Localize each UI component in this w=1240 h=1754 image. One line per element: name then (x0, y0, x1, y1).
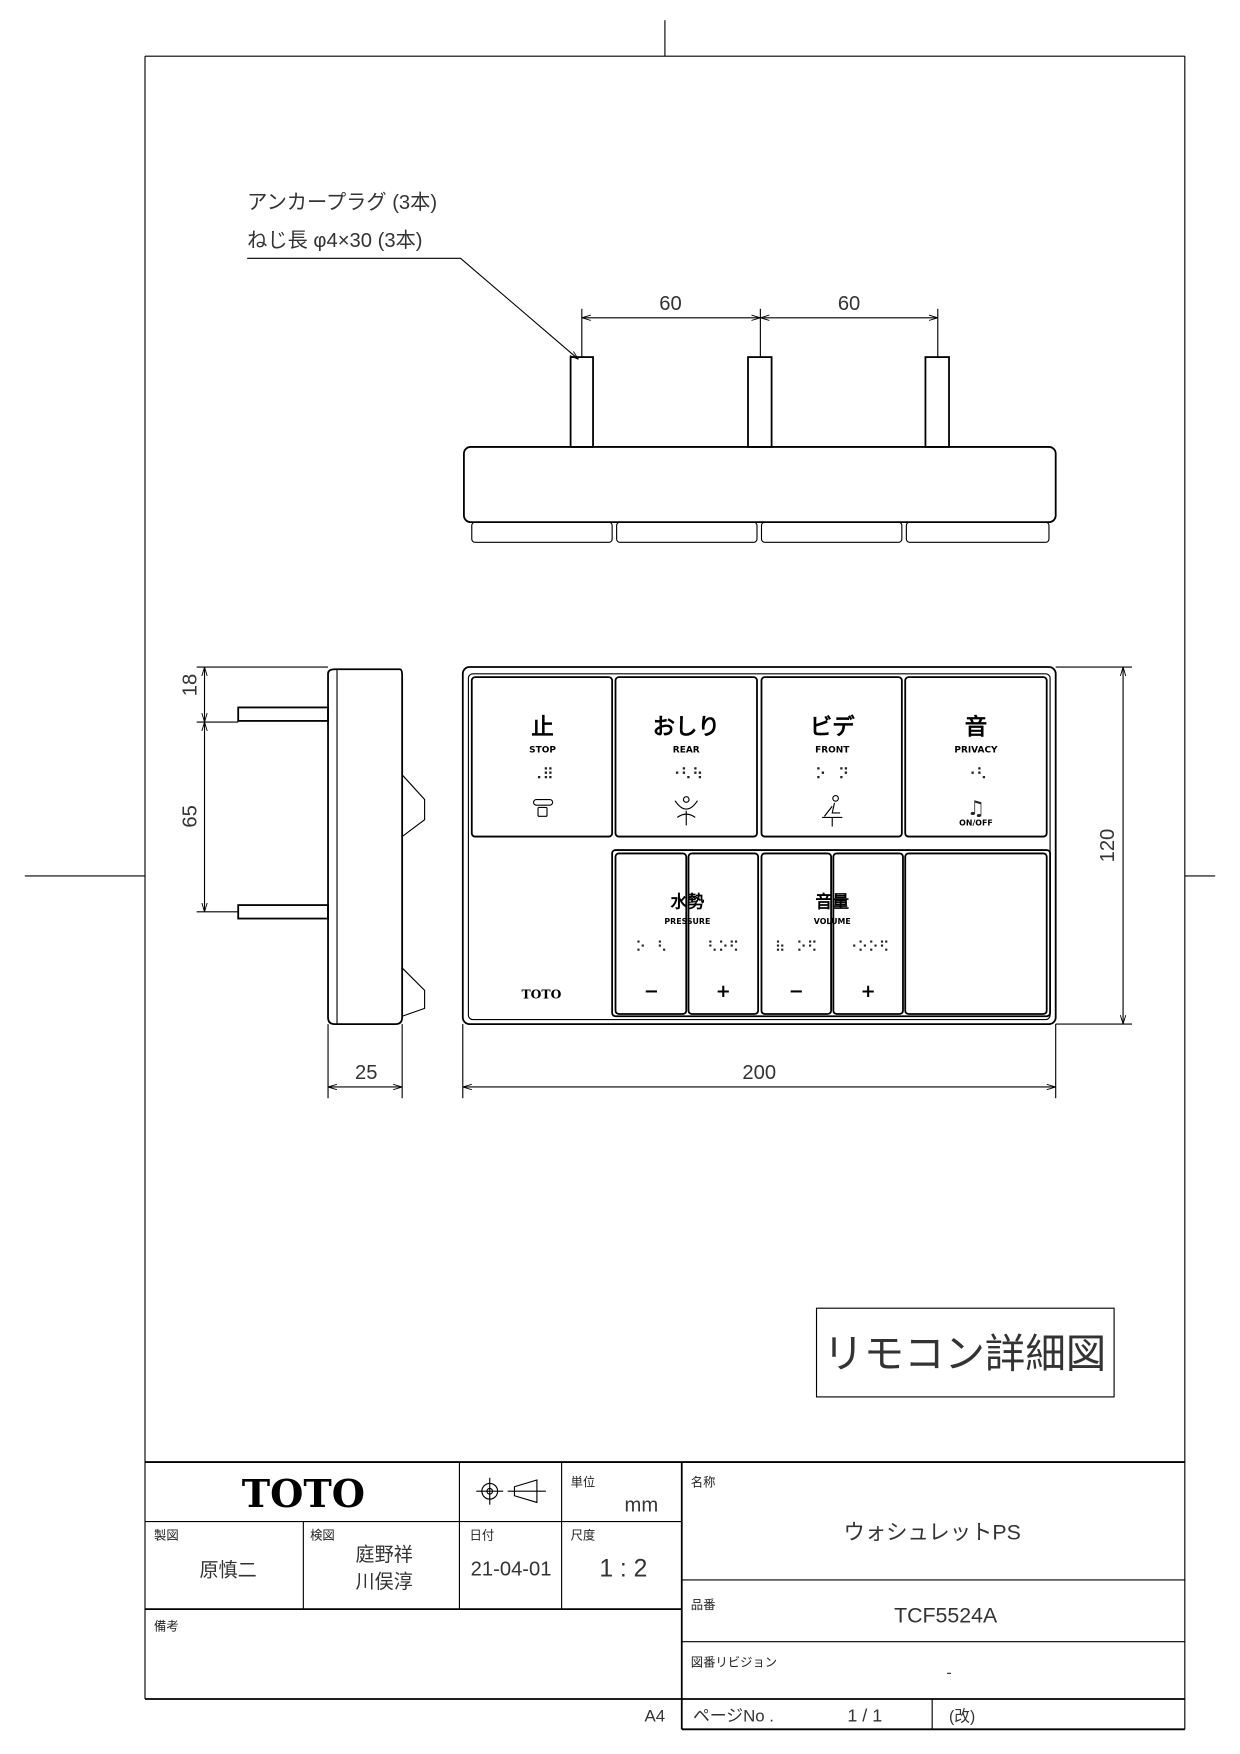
third-angle-projection-icon (476, 1477, 546, 1505)
title_block-checker_label: 検図 (310, 1529, 335, 1543)
title-block: TOTO 単位 mm 名称 ウォシュレットPS 製図 原慎二 検図 庭野祥 川俣… (145, 1461, 1185, 1731)
remote-buttons-2-braille: ⠕⠀⠝ (815, 764, 850, 783)
stop-icon (532, 798, 554, 817)
remote-volume-label: VOLUME (814, 917, 851, 926)
rear-wash-icon (674, 796, 698, 826)
drawing-caption: リモコン詳細図 (823, 1331, 1106, 1377)
button-pressure-plus (687, 852, 760, 1015)
title_block-drafter: 原慎二 (199, 1560, 256, 1582)
title_block-date: 21-04-01 (471, 1558, 552, 1580)
remote-buttons-2-kanji: ビデ (810, 713, 855, 740)
title_block-revision_mark: (改) (949, 1707, 975, 1725)
dimension-depth: 25 (355, 1062, 377, 1084)
remote-volume-minus: − (789, 981, 804, 1002)
remote-pressure-minus: − (644, 981, 659, 1002)
remote-buttons-0-label: STOP (529, 745, 556, 755)
title_block-name_label: 名称 (691, 1475, 716, 1490)
dimension-height: 120 (1097, 829, 1119, 863)
title_block-scale: 1 : 2 (599, 1556, 647, 1583)
remote-pressure-braille_plus: ⠣⠕⠫ (707, 939, 739, 956)
remote-volume-kanji: 音量 (815, 891, 849, 911)
dimension-side-pitch: 65 (180, 805, 202, 827)
remote-buttons-3-braille: ⠐⠣ (964, 764, 987, 783)
screw-length-note: ねじ長 φ4×30 (3本) (247, 229, 422, 252)
remote-buttons-1-label: REAR (673, 745, 700, 755)
remote-buttons-1-braille: ⠐⠣⠳ (669, 764, 704, 783)
title_block-revision: - (946, 1665, 951, 1682)
title_block-unit_label: 単位 (571, 1475, 596, 1490)
sheet-frame (24, 20, 1216, 1730)
remote-buttons-2-label: FRONT (815, 745, 850, 755)
remote-pressure-kanji: 水勢 (671, 891, 705, 911)
side-view: 18 65 25 (180, 666, 426, 1099)
dimension-pitch-1: 60 (659, 293, 681, 315)
toto-logo: TOTO (242, 1472, 365, 1517)
remote-pressure-label: PRESSURE (664, 917, 710, 926)
title_block-page: 1 / 1 (847, 1705, 882, 1725)
dimension-pitch-2: 60 (838, 293, 860, 315)
front-wash-icon (822, 795, 843, 827)
remote-pressure-braille_minus: ⠕⠀⠣ (635, 939, 667, 956)
music-note-icon: ♫ (967, 796, 985, 820)
button-volume-plus (832, 852, 904, 1015)
button-front: ビデ FRONT ⠕⠀⠝ (760, 676, 903, 838)
top-view: 60 60 アンカープラグ (3本) ねじ長 φ4×30 (3本) (247, 191, 1057, 543)
title_block-drafter_label: 製図 (154, 1529, 179, 1543)
remote-volume-braille_minus: ⠷⠀⠕⠫ (775, 939, 818, 956)
title_block-checker2: 川俣淳 (356, 1571, 413, 1593)
anchor-plug-note: アンカープラグ (3本) (247, 191, 437, 214)
dimension-width: 200 (742, 1062, 776, 1084)
title_block-paper: A4 (645, 1706, 666, 1725)
title_block-notes_label: 備考 (154, 1618, 179, 1633)
front-view: 止 STOP ⠠⠿ おしり REAR ⠐⠣⠳ ビデ FRONT ⠕⠀⠝ 音 PR… (461, 666, 1133, 1099)
button-rear: おしり REAR ⠐⠣⠳ (614, 676, 758, 838)
title_block-scale_label: 尺度 (571, 1528, 596, 1543)
remote-buttons-0-kanji: 止 (531, 714, 553, 740)
remote-volume-braille_plus: ⠐⠕⠕⠫ (847, 939, 890, 956)
remote-buttons-3-sub: ON/OFF (959, 818, 993, 827)
title_block-revision_label: 図番リビジョン (691, 1655, 777, 1669)
remote-buttons-1-kanji: おしり (653, 714, 720, 740)
title_block-page_label: ページNo . (693, 1706, 774, 1725)
remote-buttons-3-label: PRIVACY (954, 745, 998, 755)
dimension-side-top: 18 (180, 674, 202, 696)
remote-buttons-0-braille: ⠠⠿ (531, 764, 554, 783)
button-privacy: 音 PRIVACY ⠐⠣ ♫ ON/OFF (904, 676, 1048, 838)
blank-button (904, 852, 1048, 1015)
title_block-part_label: 品番 (691, 1598, 716, 1612)
remote-brand-logo: TOTO (521, 986, 561, 1001)
title_block-date_label: 日付 (470, 1529, 495, 1543)
title_block-part: TCF5524A (894, 1604, 998, 1628)
title_block-unit: mm (625, 1494, 659, 1516)
title_block-checker1: 庭野祥 (356, 1544, 413, 1566)
remote-pressure-plus: + (716, 981, 731, 1002)
button-stop: 止 STOP ⠠⠿ (470, 676, 614, 838)
button-pressure-minus (614, 852, 688, 1015)
title_block-name: ウォシュレットPS (844, 1521, 1021, 1545)
button-volume-minus (760, 852, 833, 1015)
remote-buttons-3-kanji: 音 (965, 713, 987, 740)
remote-volume-plus: + (861, 981, 876, 1002)
